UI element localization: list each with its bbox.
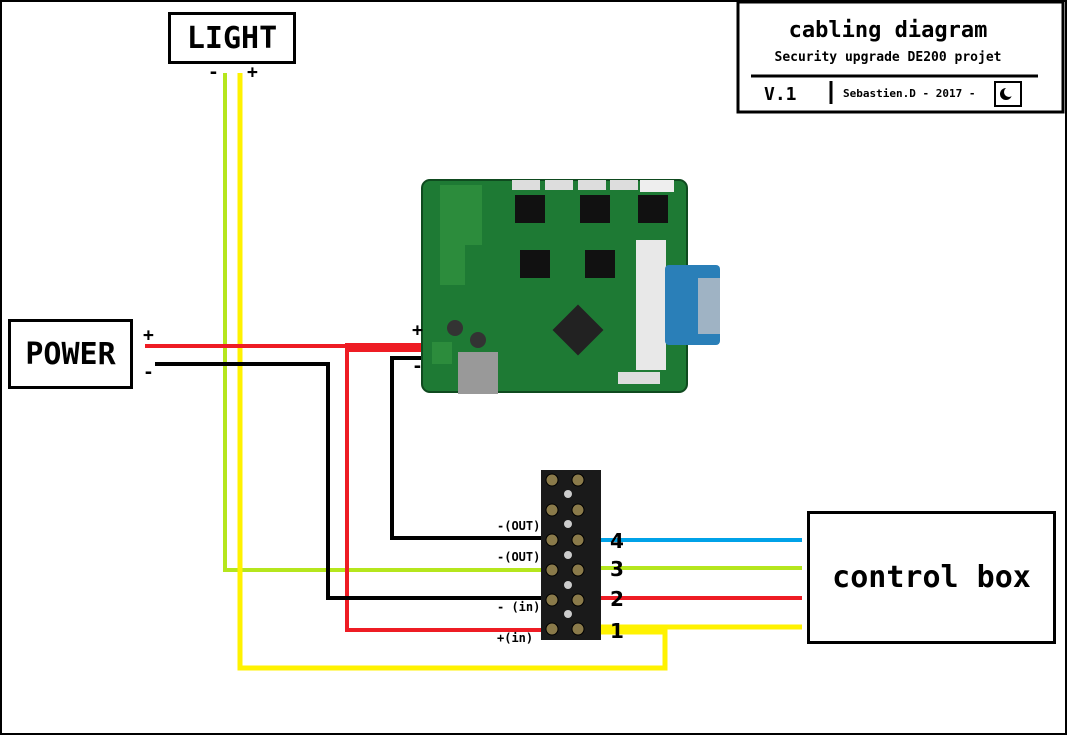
terminal-block [541,470,601,640]
light-label: LIGHT [186,20,278,56]
board-minus-label: - [412,356,423,377]
controller-board [421,179,720,394]
light-box: LIGHT [168,12,296,64]
wire-red-branch [345,350,545,632]
diagram-title: cabling diagram [788,18,988,43]
board-plus-label: + [412,320,423,341]
light-minus-label: - [208,62,219,83]
power-minus-label: - [143,362,154,383]
terminal-number-3: 3 [610,557,624,581]
control-box-label: control box [832,560,1031,595]
power-label: POWER [25,336,116,372]
diagram-subtitle: Security upgrade DE200 projet [774,50,1002,65]
terminal-number-1: 1 [610,619,624,643]
power-plus-label: + [143,325,154,346]
wire-board-minus-black [390,356,545,540]
control-box: control box [807,511,1056,644]
chip-logo-icon [994,81,1022,107]
terminal-label-1: +(in) [497,631,534,645]
author-label: Sebastien.D - 2017 - [843,87,976,100]
terminal-label-2: - (in) [497,600,541,614]
wire-light-minus-lime [223,73,545,572]
version-label: V.1 [764,84,797,105]
terminal-label-4: -(OUT) [497,519,541,533]
terminal-number-2: 2 [610,587,624,611]
wire-red-thick [345,343,423,352]
light-plus-label: + [247,62,258,83]
power-box: POWER [8,319,133,389]
terminal-number-4: 4 [610,529,624,553]
wire-power-minus-black [155,362,545,600]
terminal-label-3: -(OUT) [497,550,541,564]
wire-light-plus-yellow [237,73,668,671]
